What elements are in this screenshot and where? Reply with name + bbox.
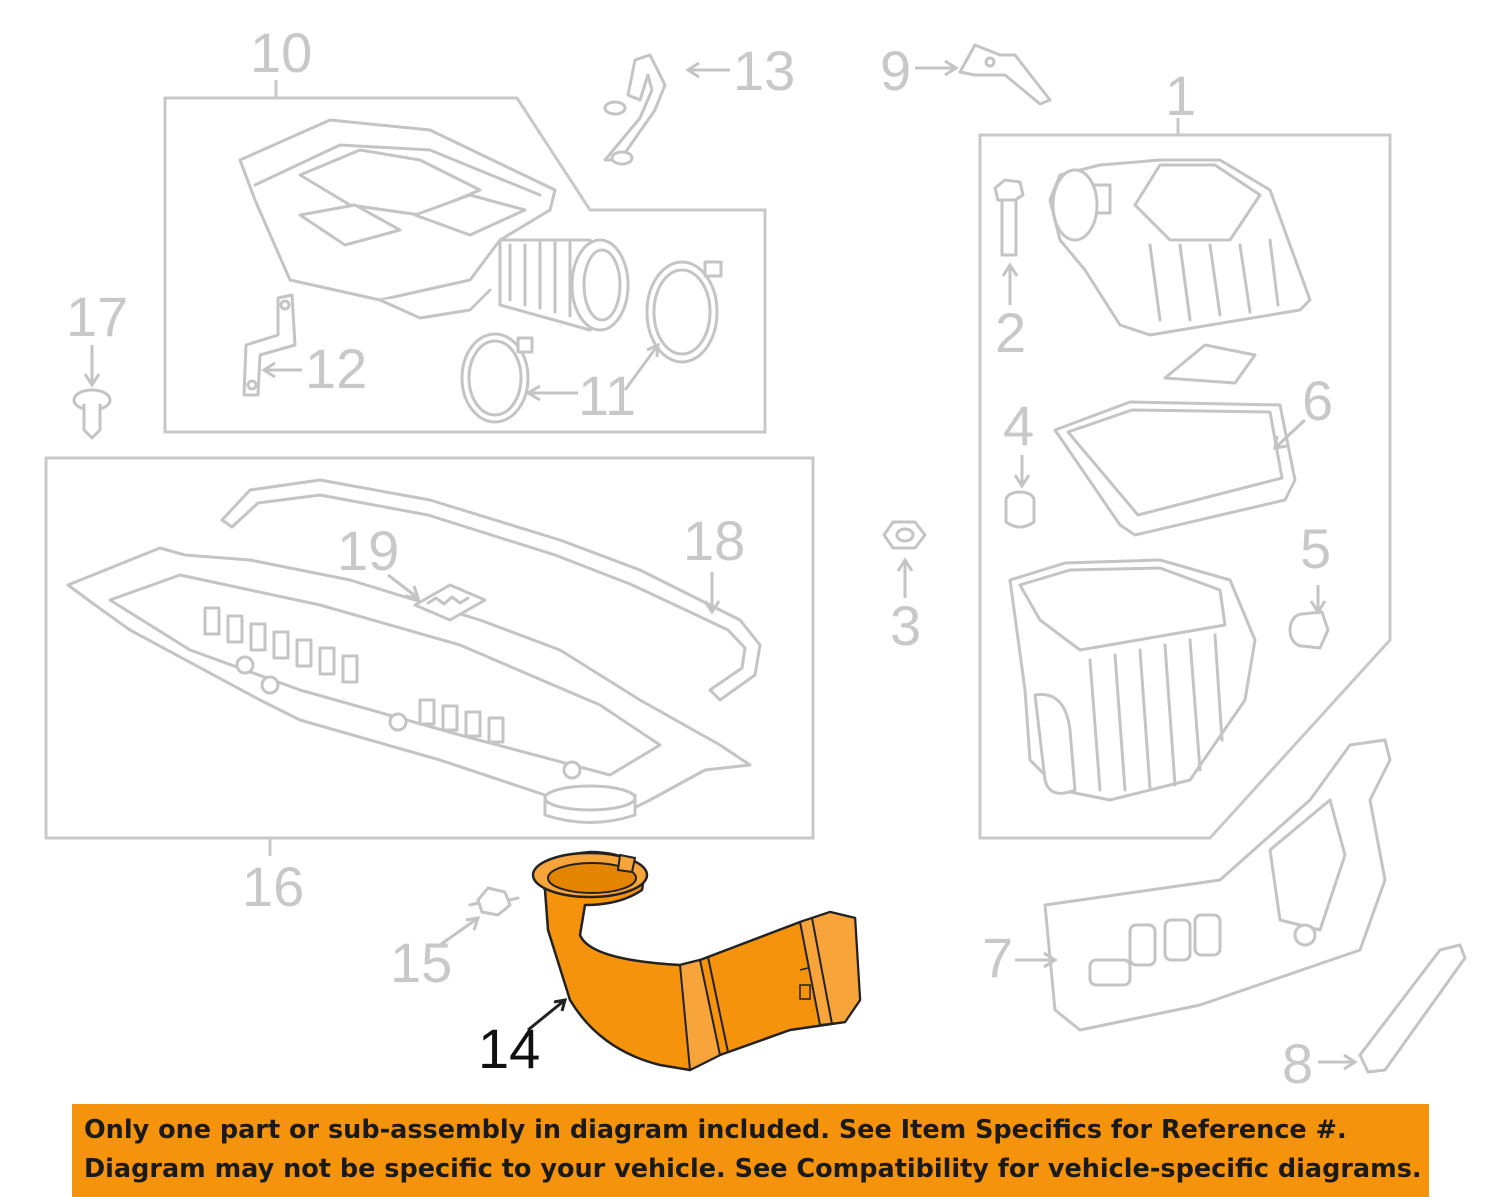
callout-17: 17: [66, 285, 128, 348]
callout-19: 19: [337, 519, 399, 582]
part-19-label: [413, 583, 487, 622]
arrow-4: [1013, 455, 1031, 489]
callout-1: 1: [1165, 64, 1196, 127]
arrow-2: [1001, 262, 1019, 305]
part-15-isolator: [468, 886, 520, 917]
arrow-7: [1015, 951, 1058, 969]
part-9-bracket: [958, 43, 1052, 106]
part-18-hose: [220, 478, 762, 702]
callout-18: 18: [683, 509, 745, 572]
part-2-bolt: [993, 178, 1025, 257]
callout-12: 12: [305, 337, 367, 400]
callout-15: 15: [390, 931, 452, 994]
part-4-grommet: [1004, 490, 1036, 529]
arrow-6: [1273, 418, 1307, 450]
callout-11: 11: [578, 364, 636, 427]
callout-6: 6: [1302, 369, 1333, 432]
callout-9: 9: [880, 39, 911, 102]
part-1-air-cleaner-cover: [1048, 158, 1312, 337]
callout-13: 13: [733, 39, 795, 102]
arrow-5: [1309, 585, 1327, 615]
arrow-19: [387, 573, 421, 600]
part-10-air-cleaner-housing: [238, 118, 630, 332]
part-13-hose: [603, 53, 667, 166]
part-6-filter: [1053, 400, 1297, 537]
callout-14: 14: [478, 1017, 540, 1080]
arrow-9: [915, 59, 959, 77]
group-box-1: [978, 133, 1392, 840]
part-8-brace: [1358, 943, 1467, 1074]
arrow-3: [896, 557, 914, 598]
disclaimer-line-2: Diagram may not be specific to your vehi…: [84, 1154, 1422, 1184]
part-12-bracket: [242, 293, 297, 397]
part-air-cleaner-lower: [1008, 558, 1257, 802]
arrow-8: [1318, 1053, 1358, 1071]
disclaimer-line-1: Only one part or sub-assembly in diagram…: [84, 1115, 1347, 1145]
part-gasket: [1163, 343, 1257, 385]
part-16-deflector: [66, 546, 752, 824]
group-box-10: [163, 96, 767, 434]
arrow-12: [261, 361, 302, 379]
callout-4: 4: [1003, 394, 1034, 457]
part-3-nut: [882, 520, 927, 550]
part-14-air-intake-duct: [531, 850, 862, 1072]
part-5-grommet: [1288, 610, 1330, 650]
part-11-clamps: [460, 260, 723, 424]
callout-2: 2: [995, 301, 1026, 364]
callout-8: 8: [1282, 1032, 1313, 1095]
arrow-18: [703, 572, 721, 615]
callout-7: 7: [982, 926, 1013, 989]
disclaimer-banner: Only one part or sub-assembly in diagram…: [72, 1104, 1429, 1197]
group-box-16: [44, 456, 815, 840]
part-17-pushpin: [72, 388, 112, 440]
arrow-11b: [623, 342, 660, 391]
arrow-17: [83, 345, 101, 388]
arrow-14: [527, 998, 568, 1032]
arrow-11a: [525, 384, 578, 402]
callout-3: 3: [890, 594, 921, 657]
arrow-13: [685, 61, 730, 79]
part-7-panel: [1043, 738, 1392, 1032]
callout-5: 5: [1300, 517, 1331, 580]
arrow-15: [439, 916, 481, 947]
callout-10: 10: [250, 21, 312, 84]
callout-16: 16: [242, 855, 304, 918]
